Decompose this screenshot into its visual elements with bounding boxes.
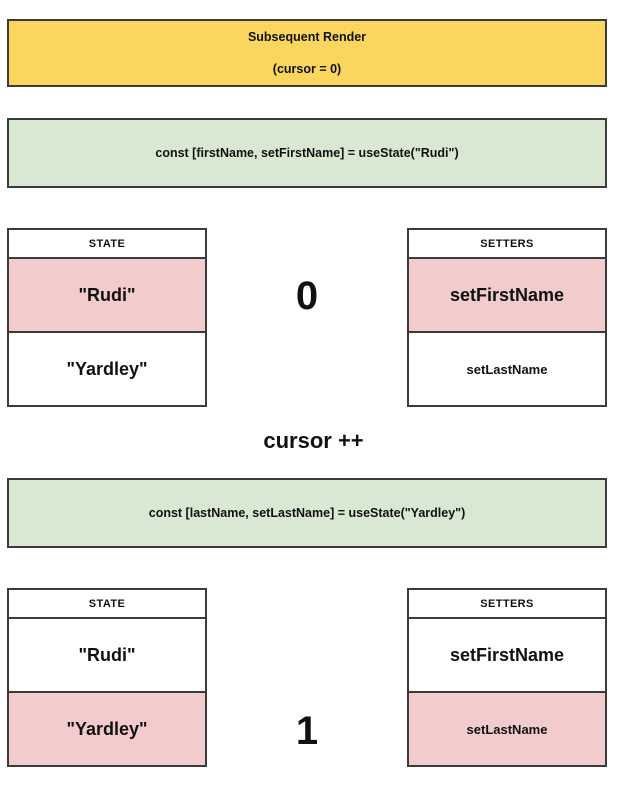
hook-call-lastname: const [lastName, setLastName] = useState… — [7, 478, 607, 548]
hook-call-firstname: const [firstName, setFirstName] = useSta… — [7, 118, 607, 188]
setter-cell-setlastname: setLastName — [409, 331, 605, 405]
state-table-render1: STATE "Rudi" "Yardley" — [7, 588, 207, 767]
setters-table-render1: SETTERS setFirstName setLastName — [407, 588, 607, 767]
hook-call-lastname-code: const [lastName, setLastName] = useState… — [148, 506, 466, 520]
cursor-index-0: 0 — [295, 274, 319, 318]
render-banner: Subsequent Render (cursor = 0) — [7, 19, 607, 87]
setter-cell-setfirstname: setFirstName — [409, 619, 605, 691]
setter-cell-setfirstname: setFirstName — [409, 259, 605, 331]
state-table-header: STATE — [9, 590, 205, 619]
setters-table-header: SETTERS — [409, 590, 605, 619]
setters-table-header: SETTERS — [409, 230, 605, 259]
setter-cell-setlastname: setLastName — [409, 691, 605, 765]
state-cell-yardley: "Yardley" — [9, 331, 205, 405]
cursor-index-1: 1 — [295, 709, 319, 753]
state-cell-yardley: "Yardley" — [9, 691, 205, 765]
setters-table-render0: SETTERS setFirstName setLastName — [407, 228, 607, 407]
banner-cursor-value: (cursor = 0) — [272, 62, 342, 76]
cursor-increment-label: cursor ++ — [263, 428, 364, 453]
state-cell-rudi: "Rudi" — [9, 259, 205, 331]
state-table-header: STATE — [9, 230, 205, 259]
hook-call-firstname-code: const [firstName, setFirstName] = useSta… — [155, 146, 459, 160]
banner-title: Subsequent Render — [247, 30, 367, 44]
state-cell-rudi: "Rudi" — [9, 619, 205, 691]
state-table-render0: STATE "Rudi" "Yardley" — [7, 228, 207, 407]
